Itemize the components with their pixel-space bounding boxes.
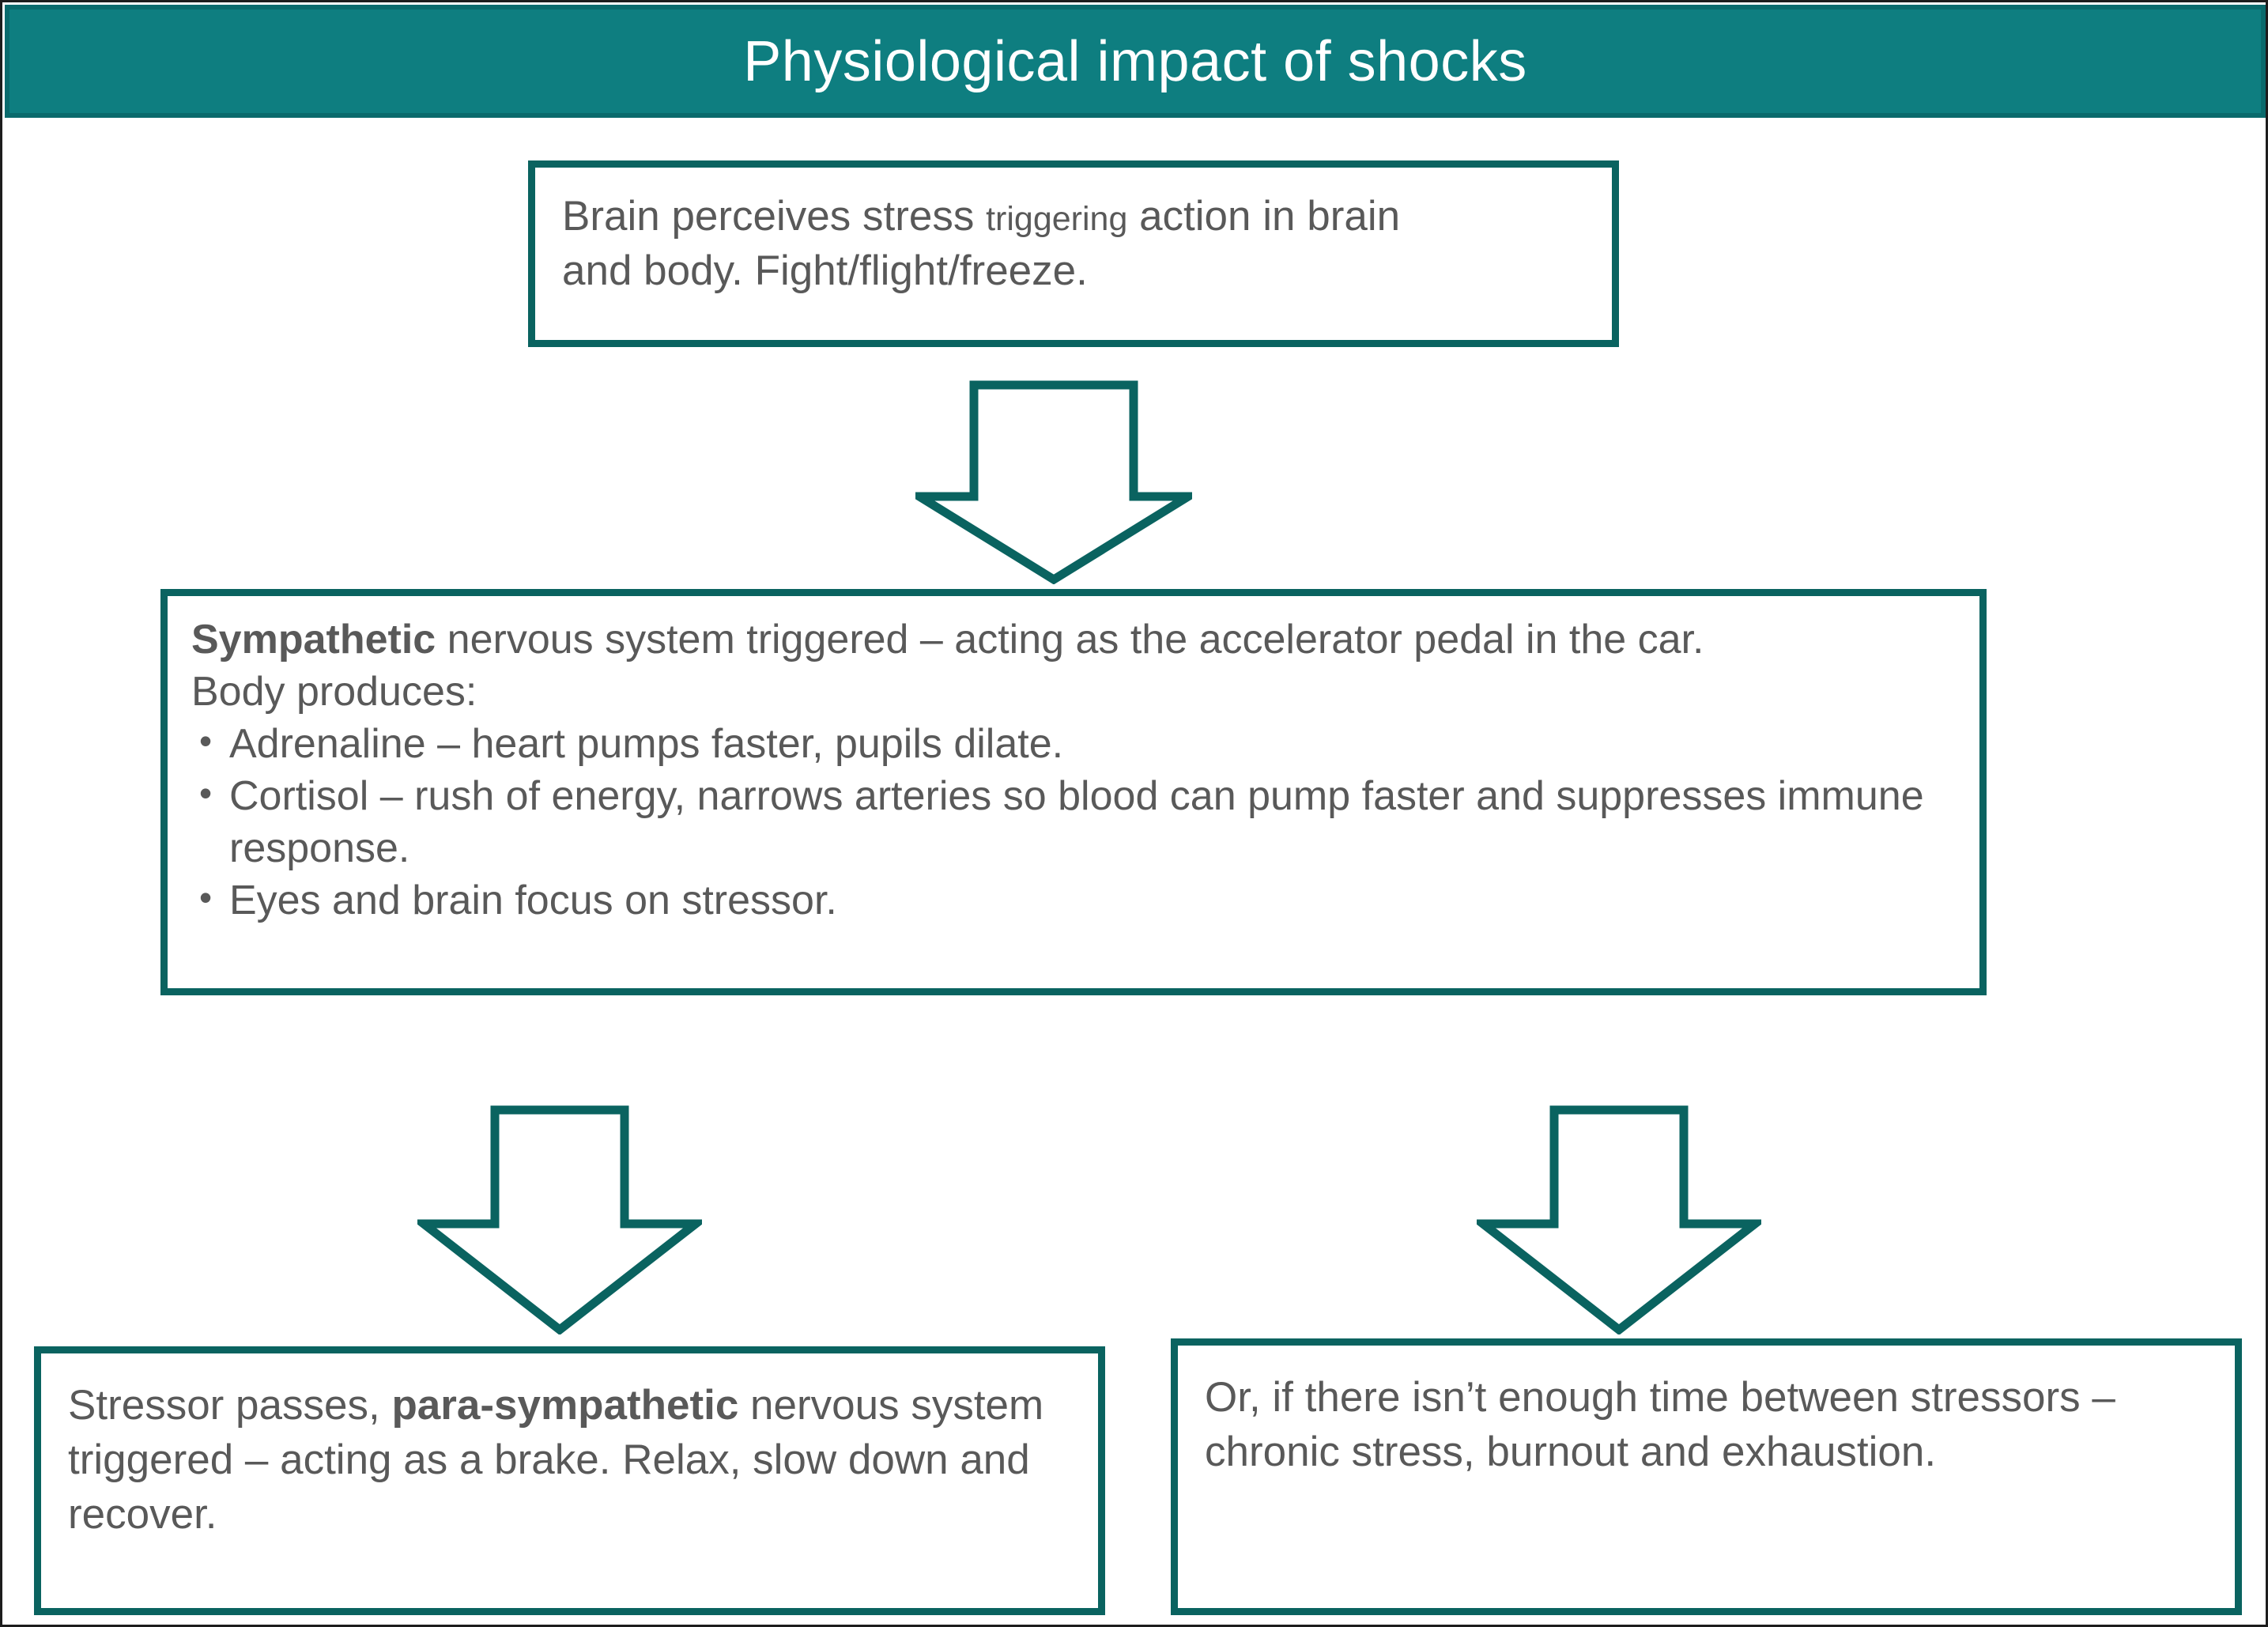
box-chronic-content: Or, if there isn’t enough time between s… <box>1178 1346 2235 1480</box>
down-arrow-icon <box>904 380 1204 585</box>
down-arrow-icon <box>410 1105 709 1335</box>
box-sympathetic-lead: Sympathetic nervous system triggered – a… <box>191 613 1956 666</box>
down-arrow-shape <box>410 1105 709 1335</box>
list-item: Cortisol – rush of energy, narrows arter… <box>191 770 1956 874</box>
box-sympathetic-line2: Body produces: <box>191 669 477 715</box>
box-parasympathetic-text: Stressor passes, para-sympathetic nervou… <box>68 1379 1071 1542</box>
box-sympathetic-bullet-list: Adrenaline – heart pumps faster, pupils … <box>191 718 1956 927</box>
box-sympathetic-nervous-system: Sympathetic nervous system triggered – a… <box>160 589 1987 995</box>
box-chronic-text: Or, if there isn’t enough time between s… <box>1205 1374 2115 1475</box>
box-sympathetic-lead-bold: Sympathetic <box>191 617 436 663</box>
box-sympathetic-lead-rest: nervous system triggered – acting as the… <box>436 617 1704 663</box>
box-chronic-stress: Or, if there isn’t enough time between s… <box>1171 1338 2242 1615</box>
box-brain-line1-b: action in brain <box>1127 193 1401 240</box>
page-title: Physiological impact of shocks <box>743 29 1527 93</box>
box-parasympathetic: Stressor passes, para-sympathetic nervou… <box>34 1346 1105 1615</box>
down-arrow-shape <box>904 380 1204 585</box>
down-arrow-svg <box>410 1105 709 1335</box>
box-brain-line1: Brain perceives stress triggering action… <box>562 190 1585 244</box>
box-parasympathetic-part-b: nervous system triggered – acting as a b… <box>68 1382 1044 1538</box>
box-parasympathetic-content: Stressor passes, para-sympathetic nervou… <box>41 1353 1098 1542</box>
box-brain-line2: and body. Fight/flight/freeze. <box>562 247 1088 294</box>
box-brain-perceives-stress: Brain perceives stress triggering action… <box>528 160 1619 347</box>
box-sympathetic-content: Sympathetic nervous system triggered – a… <box>168 596 1979 927</box>
list-item: Adrenaline – heart pumps faster, pupils … <box>191 718 1956 770</box>
list-item: Eyes and brain focus on stressor. <box>191 874 1956 927</box>
title-bar: Physiological impact of shocks <box>5 5 2266 118</box>
down-arrow-svg <box>1470 1105 1768 1335</box>
box-brain-line1-small: triggering <box>986 200 1128 238</box>
down-arrow-icon <box>1470 1105 1768 1335</box>
box-brain-line1-a: Brain perceives stress <box>562 193 987 240</box>
box-parasympathetic-part-bold: para-sympathetic <box>391 1382 739 1429</box>
down-arrow-svg <box>904 380 1204 585</box>
box-brain-content: Brain perceives stress triggering action… <box>535 168 1612 299</box>
box-parasympathetic-part-a: Stressor passes, <box>68 1382 392 1429</box>
down-arrow-shape <box>1470 1105 1768 1335</box>
